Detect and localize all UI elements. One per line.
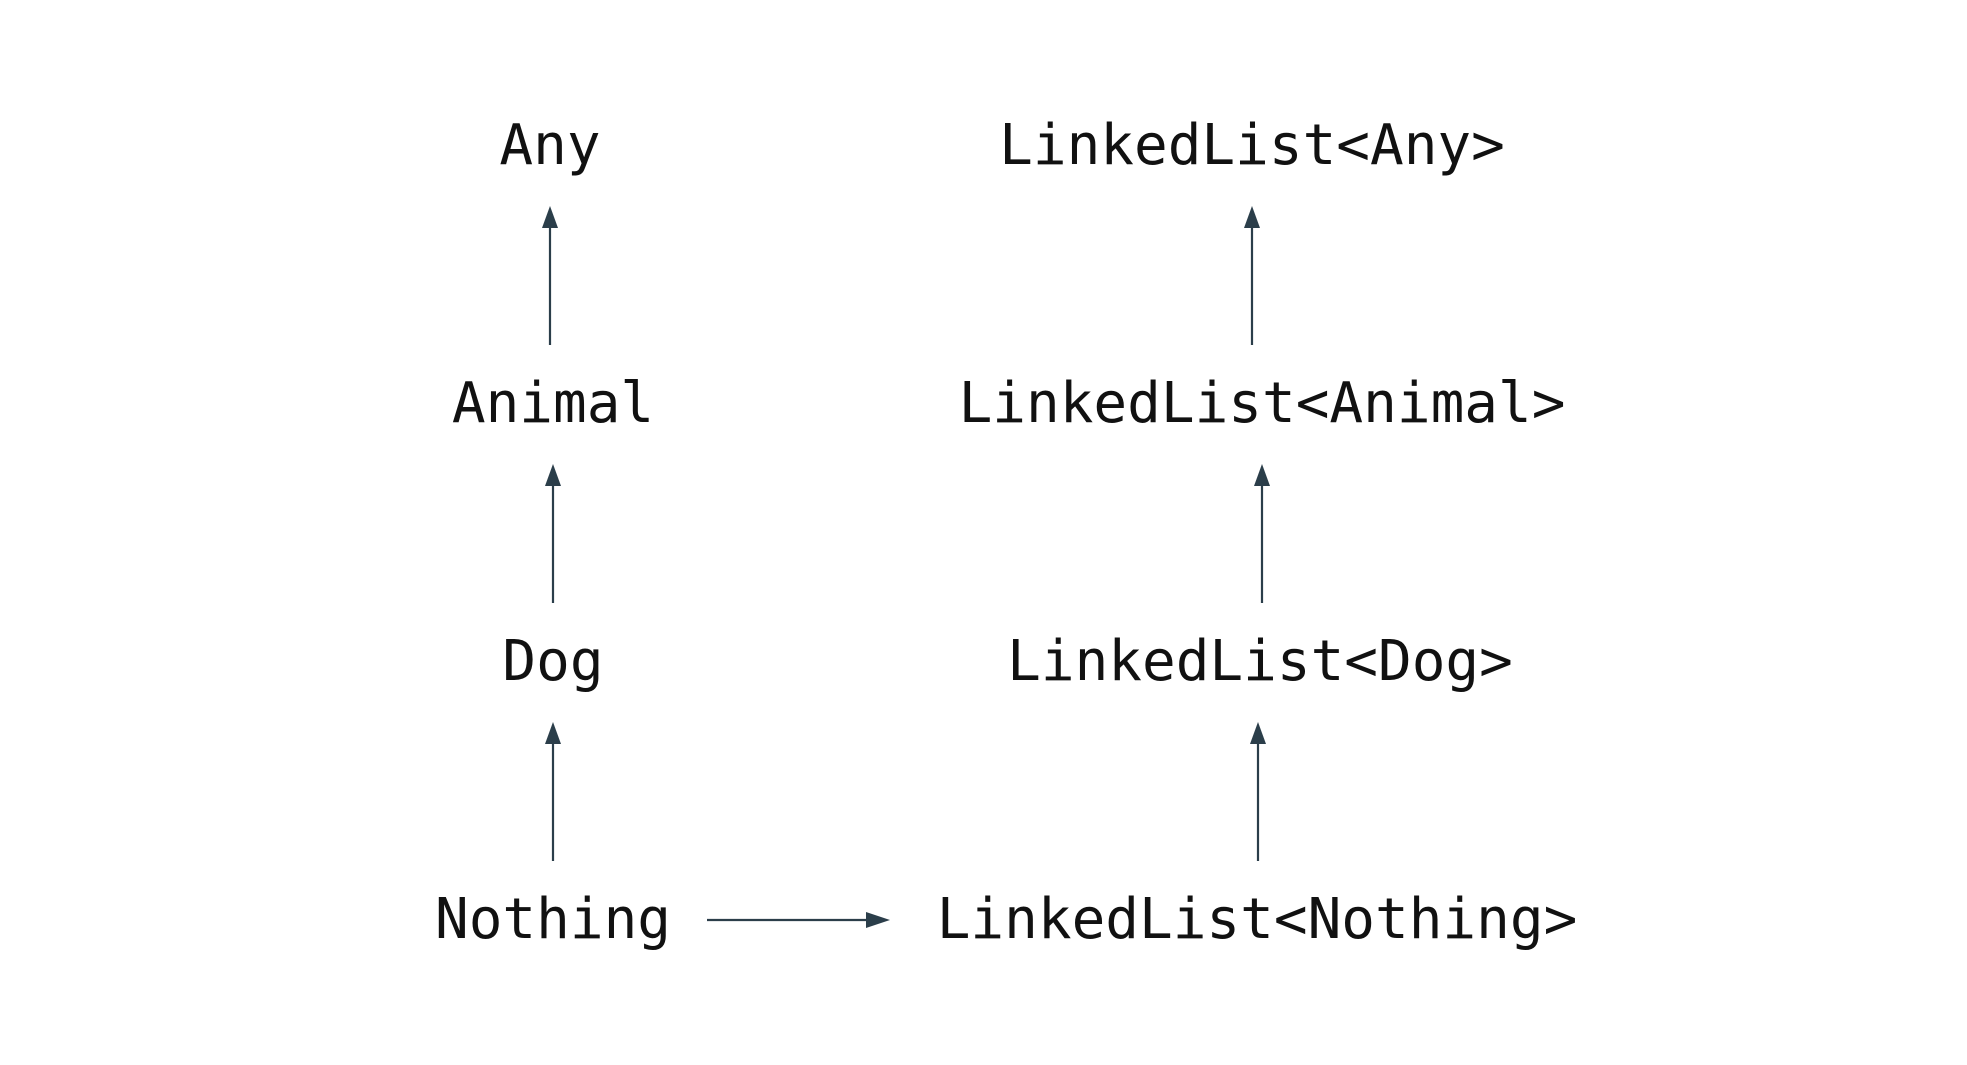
arrow-dog-to-animal (545, 464, 561, 603)
arrow-animal-to-any (542, 206, 558, 345)
node-linkedlist-any: LinkedList<Any> (999, 113, 1505, 178)
arrow-nothing-to-dog (545, 722, 561, 861)
arrow-ll-nothing-to-ll-dog (1250, 722, 1266, 861)
arrow-ll-animal-to-ll-any (1244, 206, 1260, 345)
arrow-nothing-to-ll-nothing (707, 912, 890, 928)
node-dog: Dog (502, 629, 604, 694)
node-animal: Animal (451, 371, 655, 436)
node-linkedlist-dog: LinkedList<Dog> (1007, 629, 1513, 694)
node-any: Any (499, 113, 601, 178)
node-linkedlist-nothing: LinkedList<Nothing> (936, 887, 1578, 952)
node-linkedlist-animal: LinkedList<Animal> (958, 371, 1566, 436)
node-nothing: Nothing (434, 887, 672, 952)
arrow-ll-dog-to-ll-animal (1254, 464, 1270, 603)
